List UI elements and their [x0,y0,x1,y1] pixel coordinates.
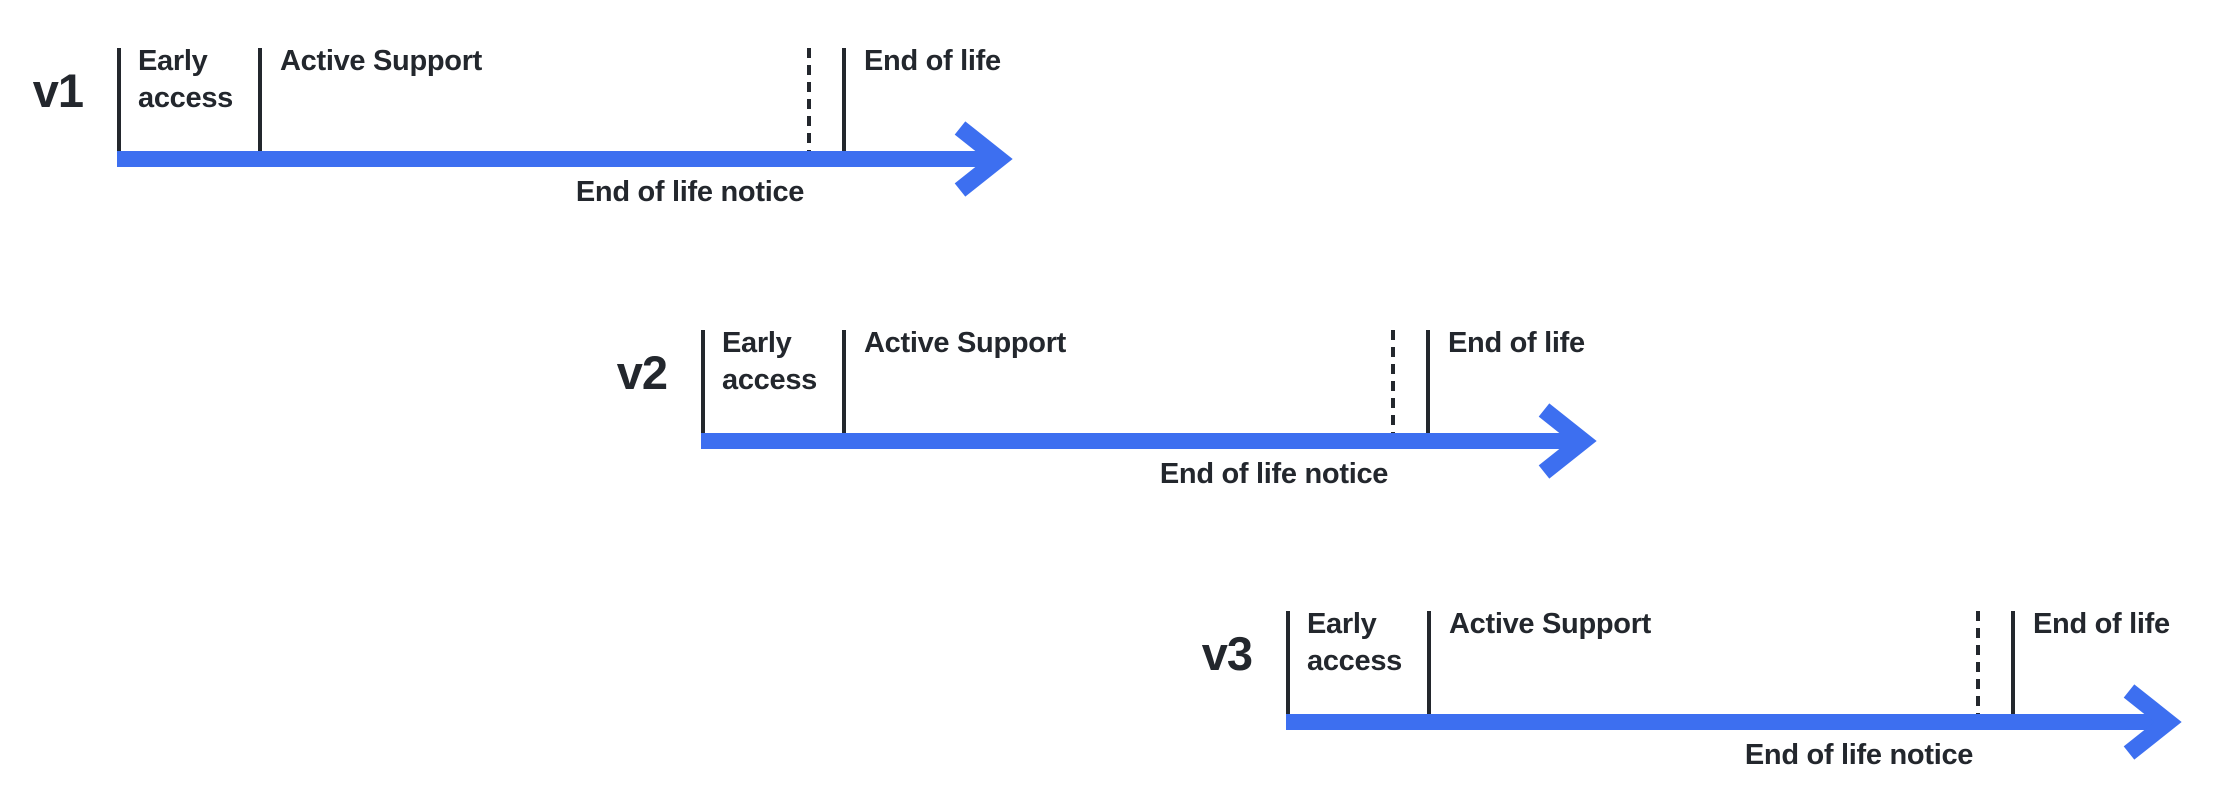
end-of-life-tick [1426,330,1430,433]
phase-label-end-of-life: End of life [1448,327,1585,359]
timeline-v2: v2 Early access Active Support End of li… [617,327,1597,490]
early-access-start-tick [117,48,121,151]
early-access-start-tick [1286,611,1290,714]
version-label: v2 [616,346,668,399]
timeline-arrow-shaft [701,433,1585,449]
end-of-life-tick [2011,611,2015,714]
version-label: v3 [1201,627,1253,680]
end-of-life-tick [842,48,846,151]
phase-label-end-of-life: End of life [864,45,1001,77]
arrow-right-icon [2119,682,2183,762]
end-of-life-notice-dashed-tick [1976,611,1980,714]
phase-label-active-support: Active Support [280,45,483,77]
arrow-right-icon [1534,401,1598,481]
timeline-v1: v1 Early access Active Support End of li… [33,45,1013,208]
phase-label-early-access: Early access [138,45,233,114]
end-of-life-notice-dashed-tick [1391,330,1395,433]
end-of-life-notice-label: End of life notice [1744,739,1974,771]
phase-label-early-access: Early access [722,327,817,396]
arrow-right-icon [950,119,1014,199]
active-support-start-tick [1427,611,1431,714]
phase-label-active-support: Active Support [1449,608,1652,640]
timeline-v3: v3 Early access Active Support End of li… [1202,608,2182,771]
version-label: v1 [32,64,84,117]
end-of-life-notice-label: End of life notice [575,176,805,208]
end-of-life-notice-dashed-tick [807,48,811,151]
early-access-start-tick [701,330,705,433]
end-of-life-notice-label: End of life notice [1159,458,1389,490]
timeline-arrow-shaft [117,151,1001,167]
active-support-start-tick [258,48,262,151]
phase-label-end-of-life: End of life [2033,608,2170,640]
phase-label-early-access: Early access [1307,608,1402,677]
phase-label-active-support: Active Support [864,327,1067,359]
active-support-start-tick [842,330,846,433]
timeline-arrow-shaft [1286,714,2170,730]
